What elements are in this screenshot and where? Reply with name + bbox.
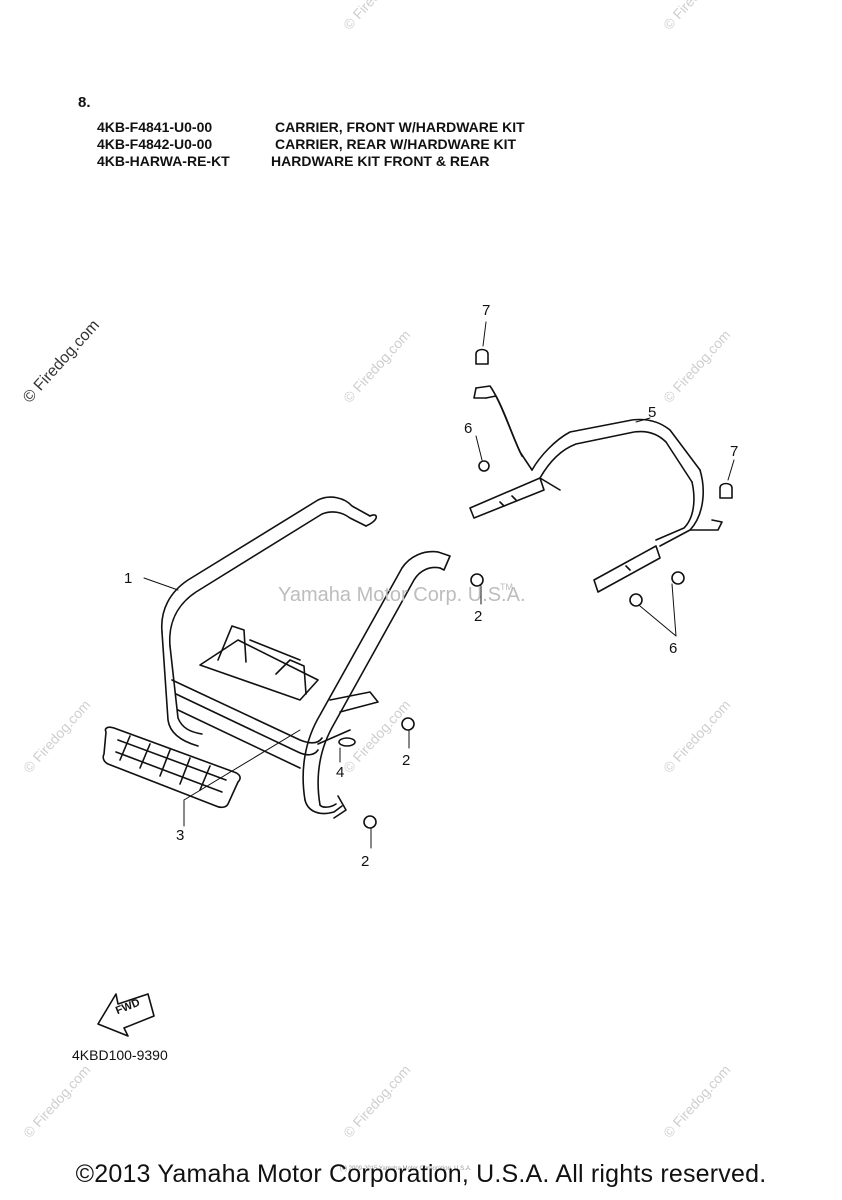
callout-3: 3: [176, 827, 185, 844]
center-watermark-tm: TM: [500, 582, 513, 592]
kit-row: 4KB-F4841-U0-00 CARRIER, FRONT W/HARDWARE…: [97, 119, 525, 135]
kit-part-number: 4KB-HARWA-RE-KT: [97, 153, 230, 169]
section-number: 8.: [78, 94, 91, 111]
fwd-arrow-icon: [97, 993, 155, 1037]
callout-6: 6: [464, 420, 473, 437]
callout-7: 7: [730, 443, 739, 460]
callout-2: 2: [361, 853, 370, 870]
kit-description: HARDWARE KIT FRONT & REAR: [271, 153, 490, 169]
callout-5: 5: [648, 404, 657, 421]
callout-6: 6: [669, 640, 678, 657]
kit-row: 4KB-HARWA-RE-KT HARDWARE KIT FRONT & REAR: [97, 153, 490, 169]
leader-lines: [143, 321, 735, 849]
center-watermark: Yamaha Motor Corp. U.S.A.: [278, 584, 526, 606]
kit-description: CARRIER, FRONT W/HARDWARE KIT: [275, 119, 525, 135]
kit-part-number: 4KB-F4842-U0-00: [97, 136, 213, 152]
kit-part-number: 4KB-F4841-U0-00: [97, 119, 213, 135]
callout-7: 7: [482, 302, 491, 319]
diagram-code: 4KBD100-9390: [72, 1047, 168, 1063]
front-carrier: [160, 496, 451, 819]
kit-row: 4KB-F4842-U0-00 CARRIER, REAR W/HARDWARE …: [97, 136, 516, 152]
footer-small-print: (c) 2009-2015 Yamaha Motor Corporation, …: [340, 1166, 472, 1172]
rear-carrier: [469, 385, 723, 593]
kit-description: CARRIER, REAR W/HARDWARE KIT: [275, 136, 517, 152]
guard-pad: [102, 726, 241, 809]
callout-1: 1: [124, 570, 133, 587]
callout-2: 2: [474, 608, 483, 625]
footer-copyright: ©2013 Yamaha Motor Corporation, U.S.A. A…: [75, 1160, 767, 1188]
callout-4: 4: [336, 764, 345, 781]
callout-2: 2: [402, 752, 411, 769]
fasteners: [338, 348, 733, 829]
